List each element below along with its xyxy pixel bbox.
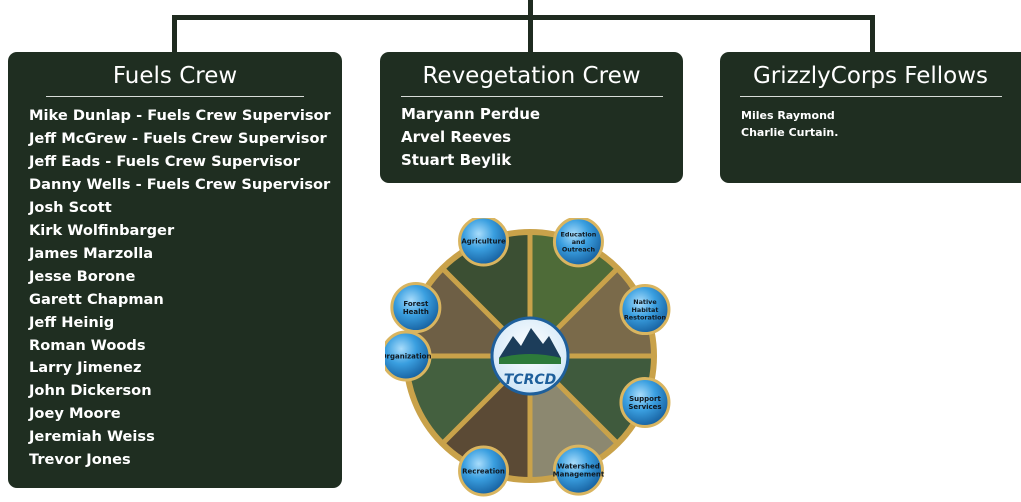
program-areas-wheel: TCRCD Agriculture EducationandOutreachNat… [385,218,671,497]
node-label: Agriculture [461,237,506,245]
node-label: Education [561,230,597,238]
node-label: Management [553,471,605,479]
title-underline [46,96,304,97]
panel-title: Revegetation Crew [422,63,641,89]
member-name: Maryann Perdue [401,105,541,123]
node-label: Recreation [462,467,505,475]
member-name: Jesse Borone [29,267,136,285]
member-name: Stuart Beylik [401,151,512,169]
fuels-crew-panel: Fuels Crew Mike Dunlap - Fuels Crew Supe… [8,52,342,488]
node-label: Restoration [624,313,667,321]
panel-title: GrizzlyCorps Fellows [752,63,989,89]
title-underline [739,96,1002,97]
member-name: Mike Dunlap - Fuels Crew Supervisor [29,107,331,124]
node-label: Habitat [632,306,659,314]
member-name: Roman Woods [29,336,146,354]
member-name: Jeff Eads - Fuels Crew Supervisor [29,152,300,170]
node-label: Outreach [562,246,596,254]
member-name: Jeff Heinig [29,313,115,331]
member-name: Garett Chapman [29,290,164,308]
member-name: John Dickerson [29,382,152,400]
title-underline [400,96,663,97]
member-name: Larry Jimenez [29,359,142,377]
member-name: Danny Wells - Fuels Crew Supervisor [29,175,331,193]
node-label: and [572,238,586,246]
member-name: Josh Scott [29,198,112,216]
connector-horizontal [172,15,875,20]
connector-drop-grizzly [870,15,875,55]
node-label: Forest [403,300,429,308]
member-name: Jeremiah Weiss [29,428,155,446]
node-label: Health [403,308,429,316]
member-name: Kirk Wolfinbarger [29,221,175,239]
program-node: Agriculture [458,218,510,267]
member-name: Miles Raymond [741,109,835,122]
node-label: Organization [385,352,431,360]
member-name: Charlie Curtain. [741,126,839,139]
panel-title: Fuels Crew [112,63,238,89]
program-node: Recreation [458,445,510,497]
connector-drop-revegetation [528,15,533,55]
node-label: Watershed [557,462,600,470]
connector-trunk [528,0,533,20]
member-name: Trevor Jones [29,451,131,469]
connector-drop-fuels [172,15,177,55]
tcrcd-logo: TCRCD [490,316,570,396]
member-name: Joey Moore [29,405,121,423]
node-label: Support [629,395,661,403]
member-name: James Marzolla [29,244,154,262]
node-label: Services [628,403,661,411]
program-node: Organization [385,330,432,382]
member-name: Arvel Reeves [401,128,512,146]
member-name: Jeff McGrew - Fuels Crew Supervisor [29,129,327,147]
node-label: Native [633,298,657,306]
logo-text: TCRCD [504,372,557,388]
